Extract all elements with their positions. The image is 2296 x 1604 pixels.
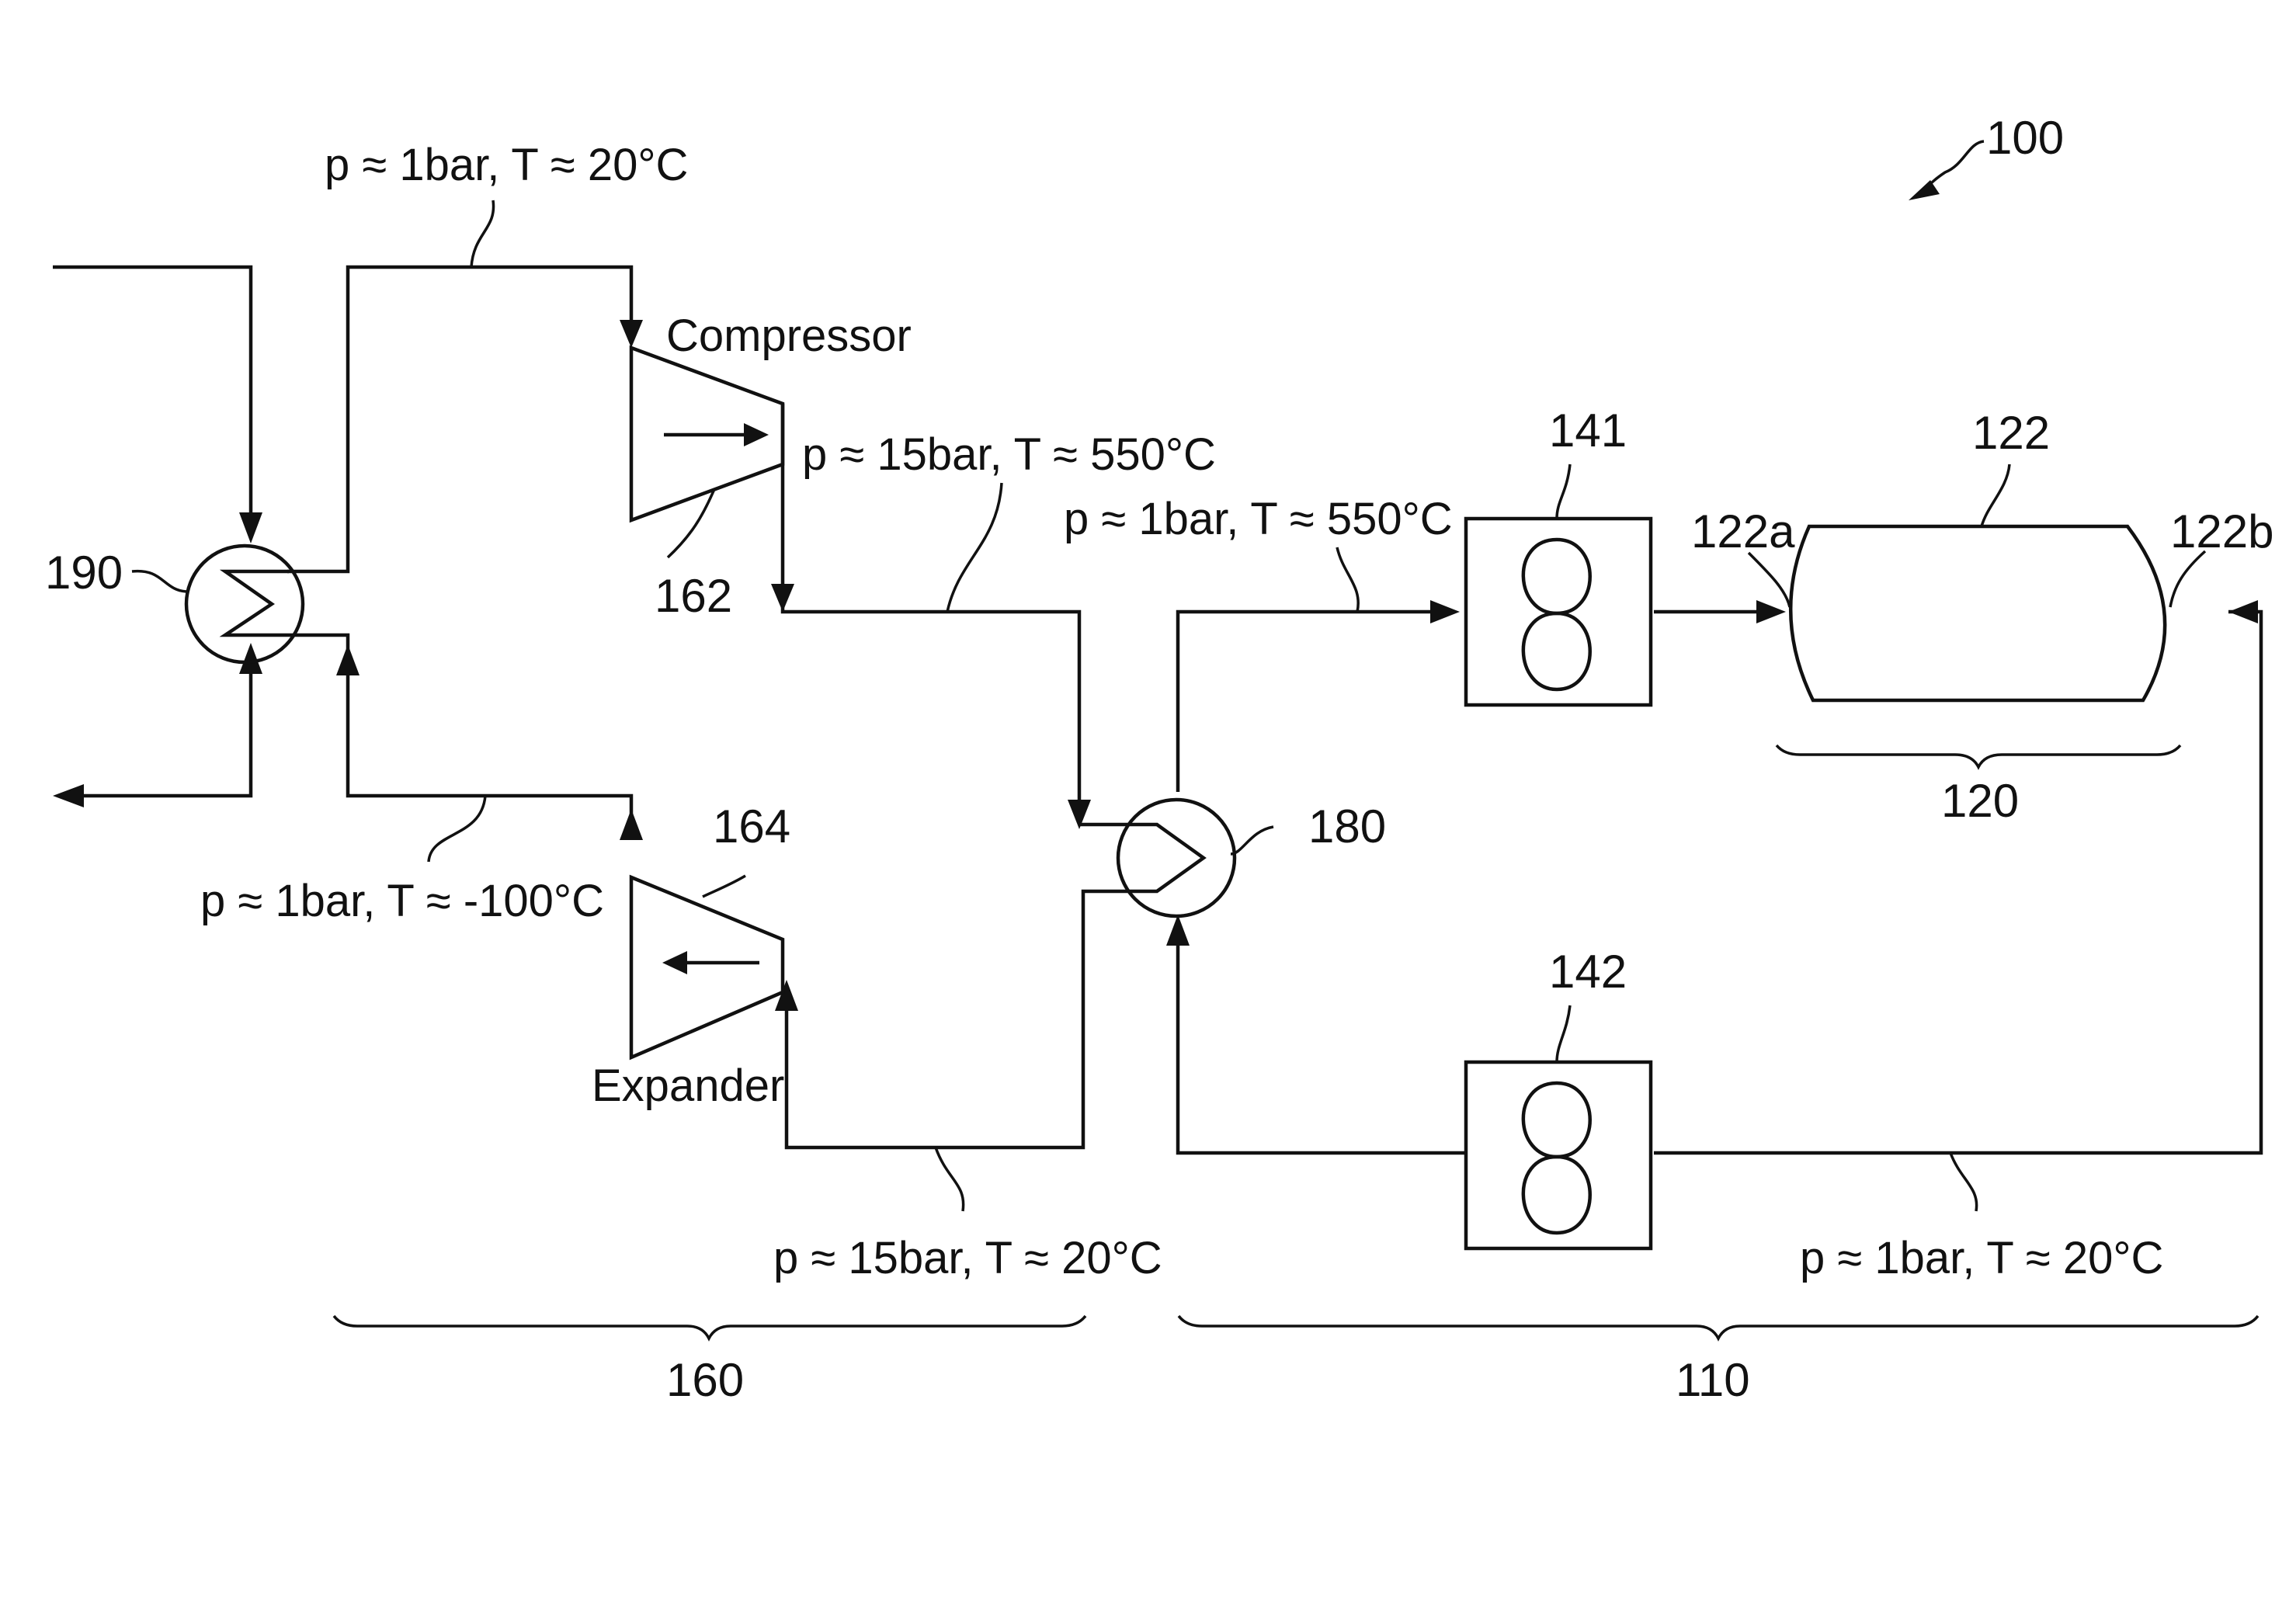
leader-lines: [132, 200, 2205, 1211]
ref-164: 164: [713, 800, 790, 852]
compressor-inlet-line: [287, 267, 631, 571]
arrow-left-outflow: [53, 784, 84, 807]
ref-160: 160: [666, 1354, 744, 1406]
label-expander-outlet: p ≈ 1bar, T ≈ -100°C: [200, 876, 604, 926]
label-compressor: Compressor: [666, 311, 912, 361]
arrow-left-into-storage-b: [2228, 600, 2258, 623]
return-to-hx-line: [1178, 938, 1466, 1153]
ref-110: 110: [1676, 1354, 1750, 1406]
arrow-down-into-compressor: [620, 320, 643, 348]
label-expander: Expander: [592, 1061, 784, 1111]
ref-120: 120: [1941, 775, 2019, 827]
brace-120: [1777, 745, 2180, 767]
condition-labels: p ≈ 1bar, T ≈ 20°C p ≈ 15bar, T ≈ 550°C …: [200, 140, 2163, 1283]
piping: [53, 267, 2261, 1153]
heat-exchanger-180: [1079, 800, 1235, 916]
reference-numerals: 100 190 162 164 180 141 142 122 122a 122…: [45, 112, 2273, 1406]
label-return-loop: p ≈ 1bar, T ≈ 20°C: [1800, 1233, 2163, 1283]
external-inflow-line: [53, 267, 251, 519]
ref-100: 100: [1986, 112, 2064, 164]
ref-190: 190: [45, 547, 123, 599]
arrow-up-into-hx190-lower: [336, 644, 360, 675]
external-outflow-line: [78, 661, 251, 796]
brace-110: [1179, 1316, 2258, 1338]
arrow-down-into-hx190: [239, 512, 262, 543]
ref-142: 142: [1549, 946, 1627, 998]
brace-160: [334, 1316, 1085, 1338]
ref-180: 180: [1308, 800, 1386, 852]
expander: [631, 877, 783, 1057]
heat-exchanger-190: [186, 546, 303, 662]
ref-122: 122: [1972, 407, 2050, 459]
label-compressor-inlet: p ≈ 1bar, T ≈ 20°C: [325, 140, 688, 190]
ref-122b: 122b: [2170, 505, 2273, 557]
fan-142: [1466, 1062, 1651, 1248]
storage-return-line: [1654, 612, 2261, 1153]
arrow-up-into-expander-outlet: [620, 809, 643, 840]
label-expander-inlet: p ≈ 15bar, T ≈ 20°C: [773, 1233, 1162, 1283]
fan-141: [1466, 519, 1651, 705]
arrow-up-into-hx180: [1166, 915, 1190, 946]
label-hot-supply: p ≈ 1bar, T ≈ 550°C: [1064, 494, 1453, 544]
ref-162: 162: [655, 570, 732, 622]
arrow-up-out-hx190: [239, 643, 262, 674]
storage-tank-122: [1791, 526, 2165, 700]
compressor: [631, 348, 783, 520]
system-pointer-arrow: [1909, 141, 1984, 200]
arrow-down-compressor-outlet: [771, 584, 794, 612]
label-compressor-outlet: p ≈ 15bar, T ≈ 550°C: [802, 429, 1216, 480]
arrow-right-into-storage: [1756, 600, 1786, 623]
expander-inlet-line: [787, 891, 1135, 1147]
arrow-right-into-fan141: [1430, 600, 1460, 623]
hot-supply-line: [1178, 612, 1452, 792]
ref-122a: 122a: [1691, 505, 1795, 557]
ref-141: 141: [1549, 404, 1627, 457]
